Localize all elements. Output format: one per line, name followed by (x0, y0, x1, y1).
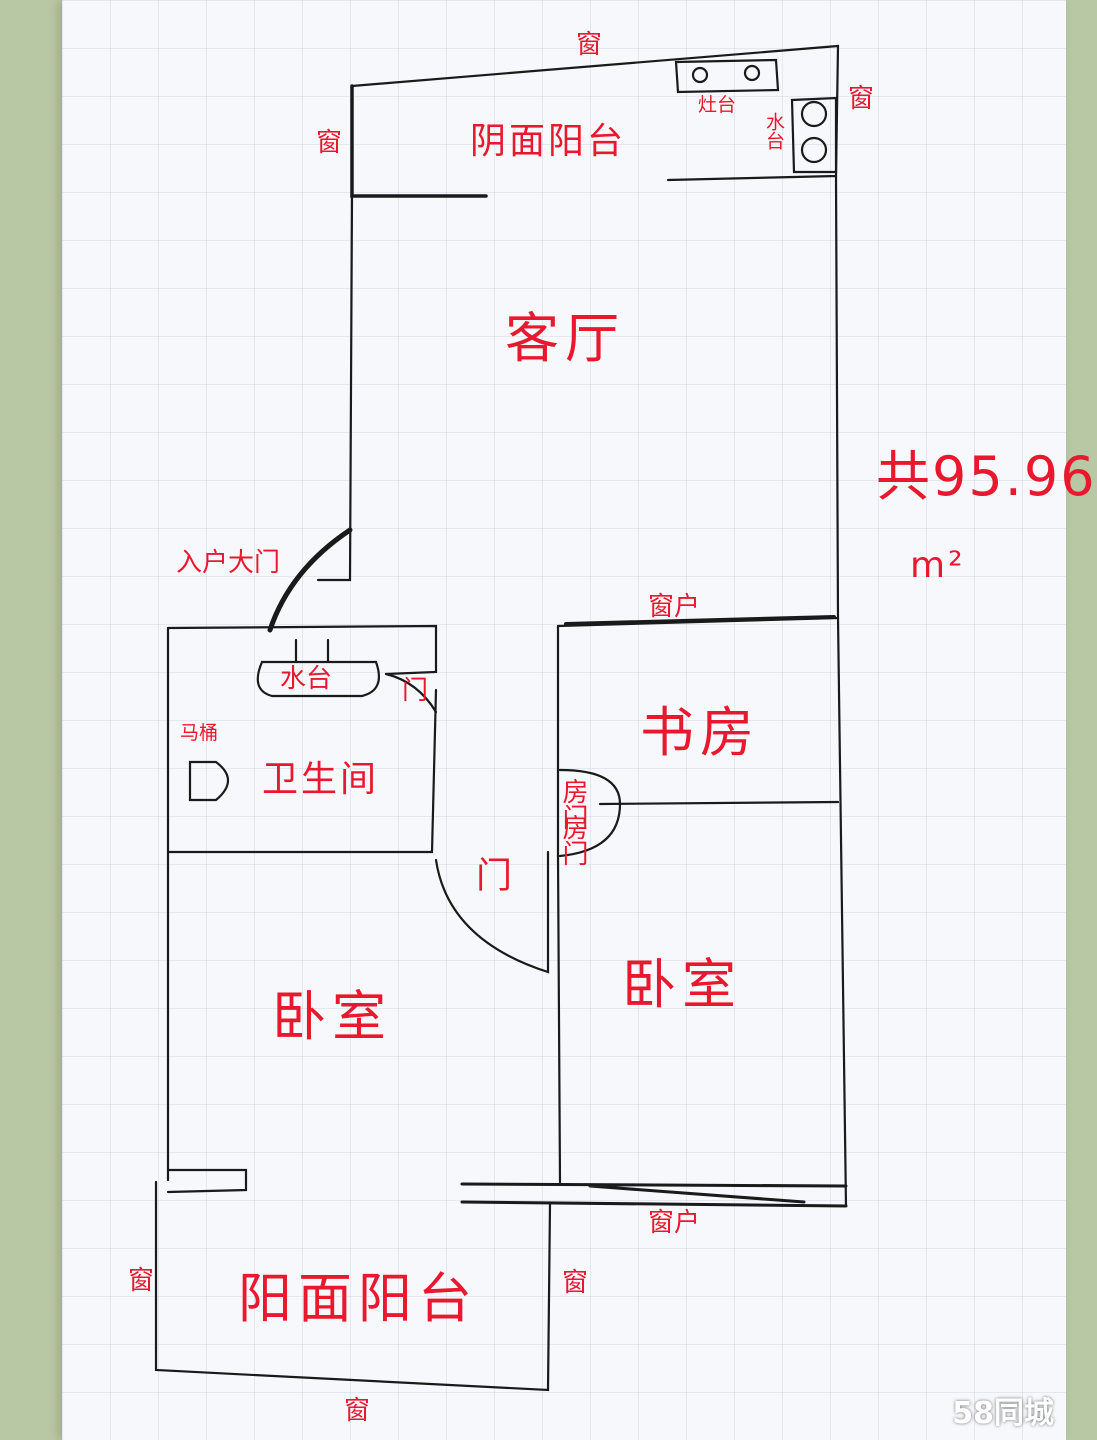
label-bedroom-door: 房门 (558, 814, 588, 866)
label-study-door: 房门 (558, 778, 588, 830)
study-door-swing (558, 768, 622, 858)
label-window-study: 窗户 (648, 592, 701, 622)
paper-sheet (62, 0, 1066, 1440)
south-balcony-outline (154, 1180, 552, 1392)
north-balcony-wall-left (350, 84, 488, 198)
living-room-east-wall (834, 174, 840, 620)
bathroom-wall-lower (166, 688, 438, 854)
basin-shape (256, 660, 380, 698)
label-window-top: 窗 (576, 30, 603, 60)
living-room-west-wall (316, 194, 354, 582)
label-lower-door: 门 (470, 856, 511, 895)
bedroom-right-walls (556, 616, 848, 1208)
study-window (564, 615, 836, 626)
label-window-balcony-right: 窗 (562, 1268, 589, 1298)
bedroom-right-window (460, 1182, 848, 1208)
south-balcony-wall (166, 1168, 248, 1194)
label-kitchen-sink: 水台 (763, 112, 785, 150)
study-south-wall (598, 800, 840, 806)
label-stove: 灶台 (698, 94, 737, 116)
watermark-logo: 58同城 (952, 1396, 1054, 1431)
label-window-bedroom: 窗户 (648, 1208, 701, 1238)
label-toilet: 马桶 (180, 722, 219, 744)
toilet-shape (188, 760, 230, 802)
corridor-door-swing (434, 850, 550, 974)
label-window-bottom: 窗 (344, 1396, 371, 1426)
label-window-top-right: 窗 (848, 84, 875, 114)
stove-burner (743, 64, 761, 82)
room-label-living-room: 客厅 (505, 307, 625, 370)
stove-burner (691, 66, 709, 84)
bathroom-wall (166, 624, 438, 676)
sink-bowl (800, 136, 828, 164)
room-label-bathroom: 卫生间 (262, 759, 380, 800)
kitchen-sink (790, 96, 838, 174)
area-unit-label: m² (910, 545, 966, 586)
room-label-bedroom-right: 卧室 (622, 953, 742, 1016)
kitchen-counter (674, 58, 780, 94)
label-window-balcony-left: 窗 (128, 1266, 155, 1296)
room-label-north-balcony: 阴面阳台 (470, 121, 627, 162)
sink-bowl (800, 100, 828, 128)
room-label-study: 书房 (640, 701, 760, 764)
bathroom-door-swing (384, 672, 438, 714)
room-label-south-balcony: 阳面阳台 (238, 1267, 478, 1330)
room-label-bedroom-left: 卧室 (272, 985, 392, 1048)
label-entrance-door: 入户大门 (176, 548, 281, 578)
area-total-label: 共95.96 (876, 445, 1097, 508)
label-window-top-left: 窗 (316, 128, 343, 158)
label-basin: 水台 (280, 664, 333, 694)
label-bathroom-door: 门 (402, 676, 429, 706)
entrance-door-swing (267, 527, 353, 633)
